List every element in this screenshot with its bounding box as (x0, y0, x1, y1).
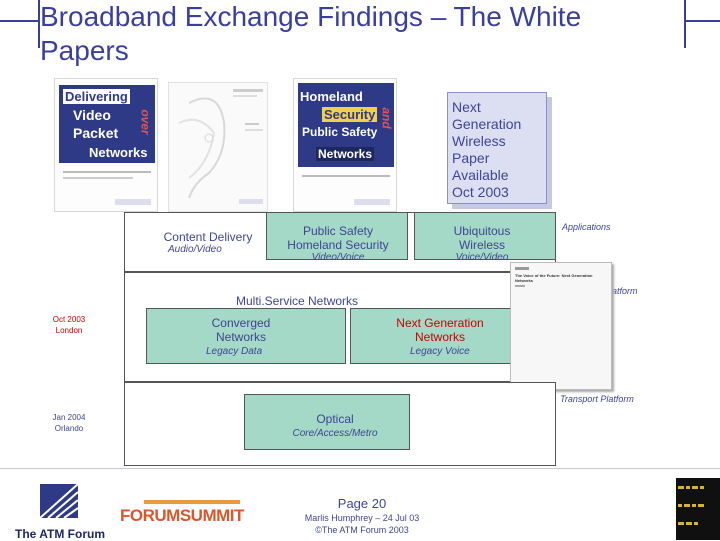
frame-line-left-top (38, 0, 40, 48)
cover-line: Delivering (63, 89, 130, 104)
white-paper-cover-sketch[interactable] (168, 82, 268, 212)
service-title: Next Generation Networks (396, 316, 484, 344)
app-sub: Video/Voice (311, 252, 365, 263)
app-sub: Voice/Video (455, 252, 509, 263)
binary-digits-graphic (676, 478, 720, 540)
app-title: Ubiquitous Wireless (453, 224, 511, 252)
frame-line-right-horiz (686, 20, 720, 22)
footer-author: Marlis Humphrey – 24 Jul 03 (304, 513, 420, 523)
service-title: Converged Networks (211, 316, 271, 344)
app-title: Content Delivery (163, 230, 253, 244)
note-line: Generation (452, 116, 522, 132)
public-safety-label: Public Safety Homeland Security Video/Vo… (274, 224, 402, 264)
note-line: Wireless (452, 133, 506, 149)
cover-side-word: and (379, 107, 394, 129)
note-line: Oct 2003 (452, 184, 509, 200)
transport-tag: Transport Platform (560, 394, 634, 404)
cover-line: Homeland (300, 89, 363, 104)
note-line: Next (452, 99, 481, 115)
ubiquitous-wireless-box[interactable] (414, 212, 556, 260)
ubiquitous-wireless-label: Ubiquitous Wireless Voice/Video (432, 224, 532, 264)
white-paper-cover-homeland[interactable]: Homeland Security Public Safety and Netw… (293, 78, 397, 212)
frame-line-left-horiz (0, 20, 38, 22)
white-paper-cover-video[interactable]: Delivering Video Packet over Networks (54, 78, 158, 212)
face-sketch-icon (178, 89, 263, 204)
converged-networks-label: Converged Networks Legacy Data (206, 316, 276, 358)
cover-line: Video (73, 107, 111, 123)
note-line: Available (452, 167, 509, 183)
event-oct-2003: Oct 2003 London (44, 314, 94, 336)
next-gen-networks-box[interactable] (350, 308, 530, 364)
cover-side-word: over (138, 109, 153, 135)
content-delivery-label: Content Delivery Audio/Video (148, 230, 268, 256)
binary-digits-icon (676, 478, 720, 540)
event-place: London (55, 326, 83, 335)
page-title: Broadband Exchange Findings – The White … (40, 1, 582, 66)
event-place: Orlando (54, 424, 84, 433)
next-gen-paper-thumbnail[interactable]: The Voice of the Future: Next Generation… (510, 262, 612, 390)
optical-box[interactable] (244, 394, 410, 450)
page-number: Page 20 (337, 496, 387, 511)
cover-line: Networks (89, 145, 148, 160)
atm-forum-logo: The ATM Forum (8, 478, 112, 541)
cover-line: Networks (316, 147, 375, 161)
cover-line: Public Safety (302, 125, 378, 139)
optical-label: Optical Core/Access/Metro (290, 412, 380, 440)
platform-tag: Platform (604, 286, 638, 296)
next-gen-networks-label: Next Generation Networks Legacy Voice (392, 316, 488, 358)
event-jan-2004: Jan 2004 Orlando (44, 412, 94, 434)
event-date: Jan 2004 (52, 413, 86, 422)
converged-networks-box[interactable] (146, 308, 346, 364)
app-sub: Audio/Video (168, 244, 222, 255)
cover-line: Security (322, 107, 378, 122)
multiservice-heading: Multi.Service Networks (236, 294, 359, 308)
atm-forum-logo-icon (39, 483, 79, 519)
event-date: Oct 2003 (52, 315, 86, 324)
footer-divider (0, 468, 720, 469)
forum-summit-logo: FORUMSUMMIT (120, 500, 256, 530)
footer-copyright: ©The ATM Forum 2003 (315, 525, 409, 535)
cover-line: Packet (73, 125, 119, 141)
atm-forum-logo-text: The ATM Forum (15, 527, 105, 541)
applications-tag: Applications (562, 222, 611, 232)
frame-line-right-top (684, 0, 686, 48)
availability-note: Next Generation Wireless Paper Available… (447, 92, 547, 204)
service-sub: Legacy Voice (410, 346, 470, 357)
cover-header: Homeland Security Public Safety and Netw… (298, 83, 394, 167)
paper-title: The Voice of the Future: Next Generation… (515, 273, 593, 283)
app-title: Public Safety Homeland Security (287, 224, 389, 252)
transport-title: Optical (316, 412, 354, 426)
public-safety-box[interactable] (266, 212, 408, 260)
note-line: Paper (452, 150, 490, 166)
transport-sub: Core/Access/Metro (292, 428, 378, 439)
cover-header: Delivering Video Packet over Networks (59, 85, 155, 163)
service-sub: Legacy Data (206, 346, 263, 357)
forum-summit-logo-text: FORUMSUMMIT (120, 506, 244, 525)
